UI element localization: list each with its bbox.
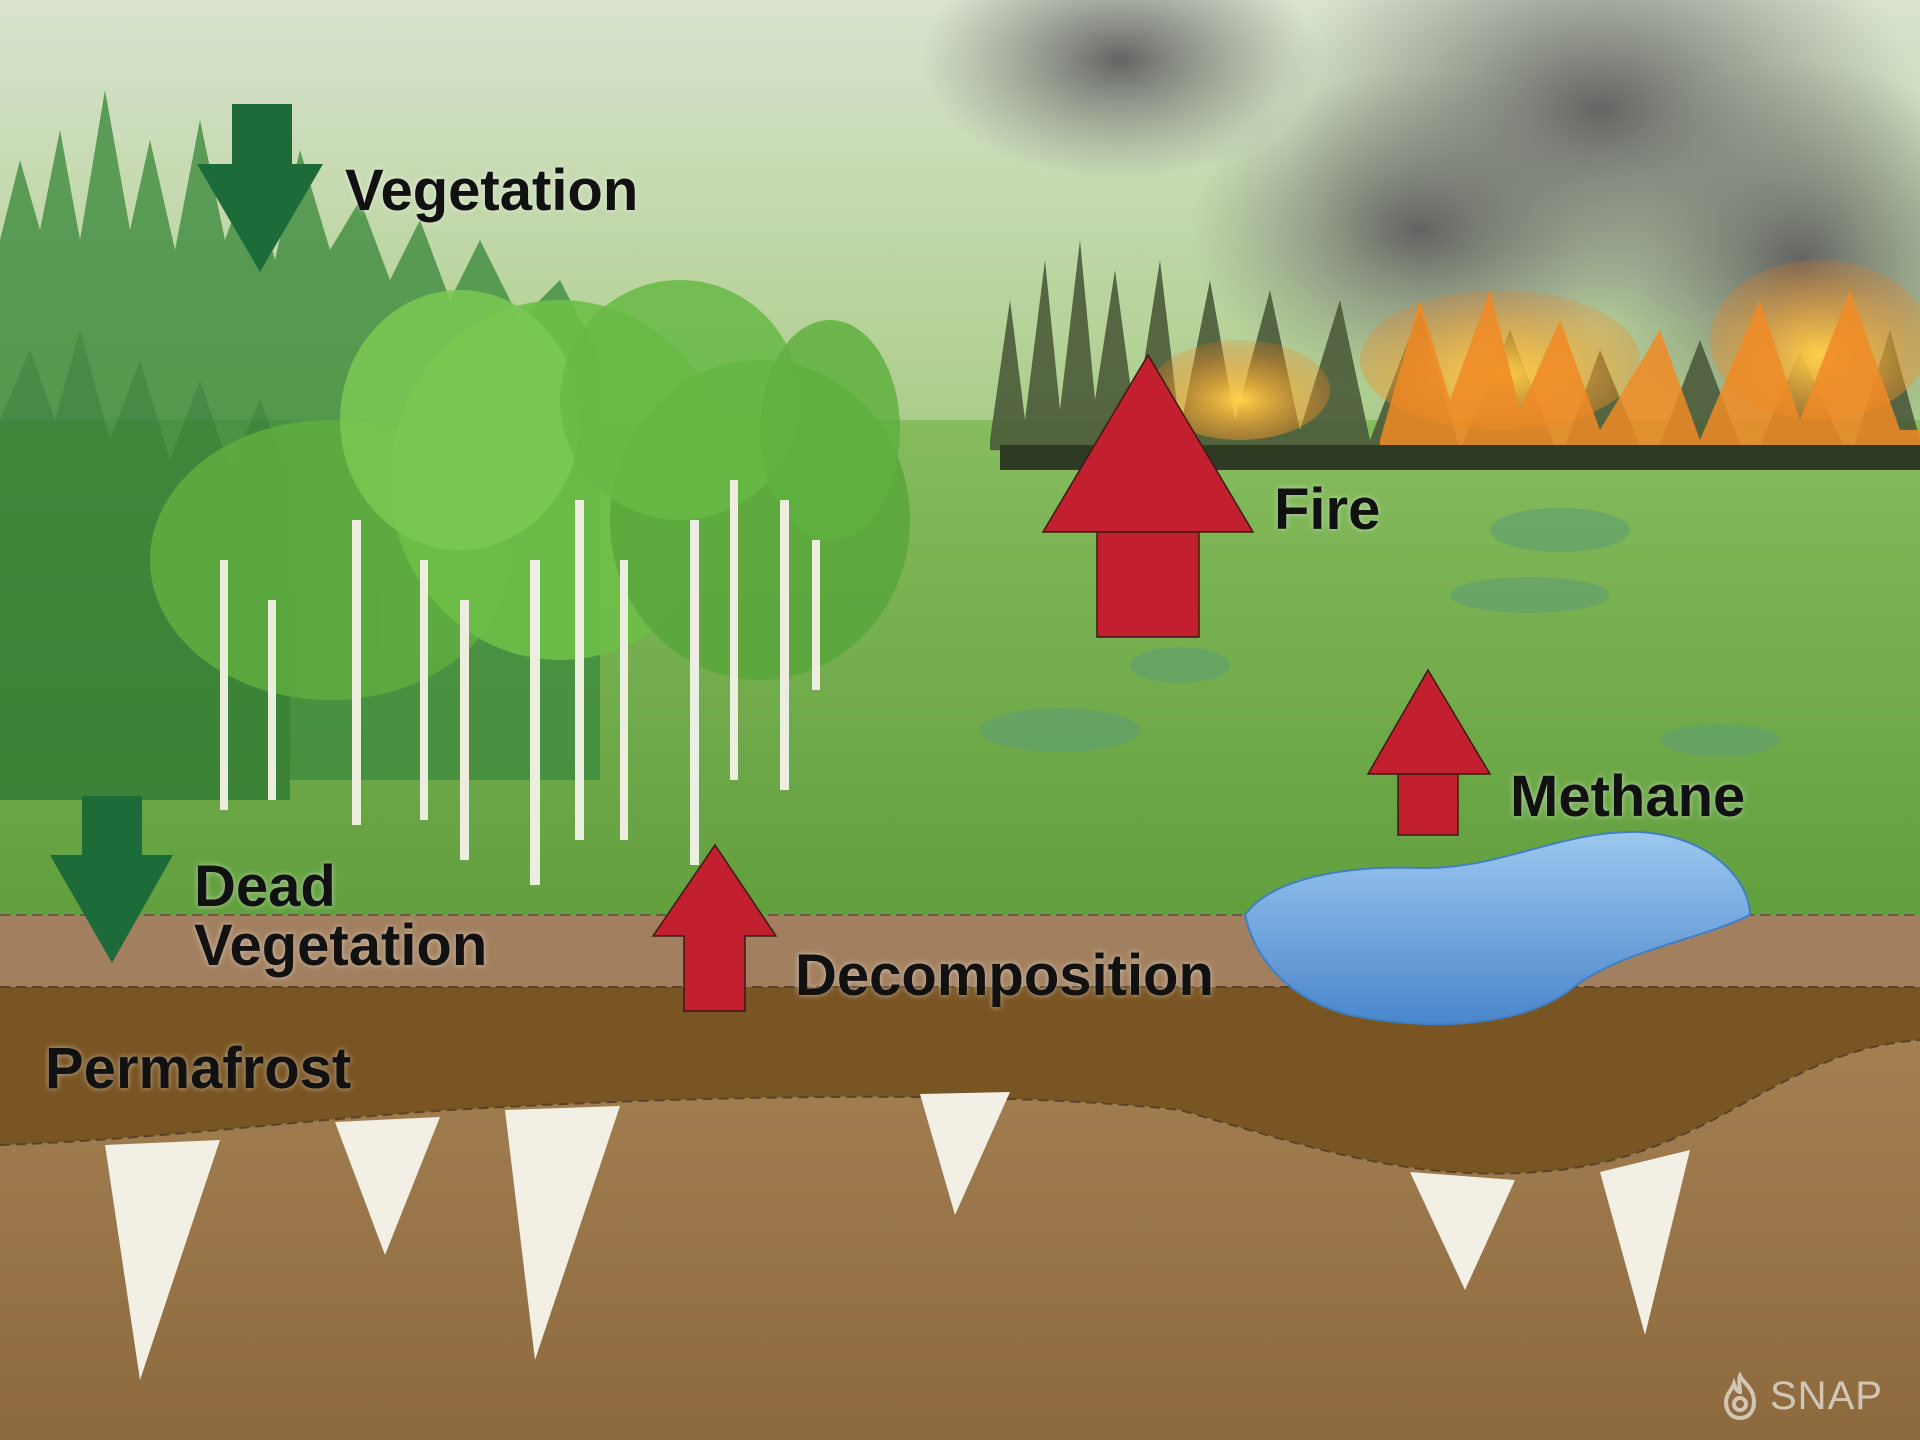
ice-wedge	[505, 1106, 620, 1360]
birch-grove	[150, 280, 910, 885]
ice-wedge	[1600, 1150, 1690, 1335]
dead-vegetation-label-line1: Dead	[194, 854, 336, 919]
ice-wedge	[920, 1092, 1010, 1215]
methane-arrow	[1366, 668, 1492, 836]
ice-wedges	[105, 1092, 1690, 1380]
snap-logo-text: SNAP	[1770, 1373, 1883, 1418]
methane-label: Methane	[1510, 764, 1746, 829]
permafrost-layer	[0, 987, 1920, 1174]
snap-logo: SNAP	[1718, 1372, 1883, 1420]
deep-soil-layer	[0, 1040, 1920, 1440]
ice-wedge	[1410, 1172, 1515, 1290]
dead-vegetation-label-line2: Vegetation	[194, 913, 488, 979]
ice-wedge	[105, 1140, 220, 1380]
dead-vegetation-label: Dead Vegetation	[194, 857, 487, 975]
permafrost-boundary-dashed	[0, 1039, 1920, 1175]
flame-front	[1380, 290, 1920, 470]
dead-vegetation-arrow	[50, 796, 173, 963]
ice-wedge	[335, 1117, 440, 1255]
tundra-ponds	[980, 508, 1780, 756]
vegetation-arrow	[197, 104, 323, 272]
burning-forest	[990, 240, 1920, 470]
fire-label: Fire	[1274, 477, 1381, 542]
snap-flame-icon	[1723, 1372, 1757, 1420]
fire-arrow	[1041, 353, 1255, 638]
permafrost-label: Permafrost	[45, 1036, 352, 1101]
decomposition-label: Decomposition	[795, 943, 1214, 1008]
vegetation-label: Vegetation	[345, 158, 639, 223]
thermokarst-lake	[1243, 830, 1752, 1026]
